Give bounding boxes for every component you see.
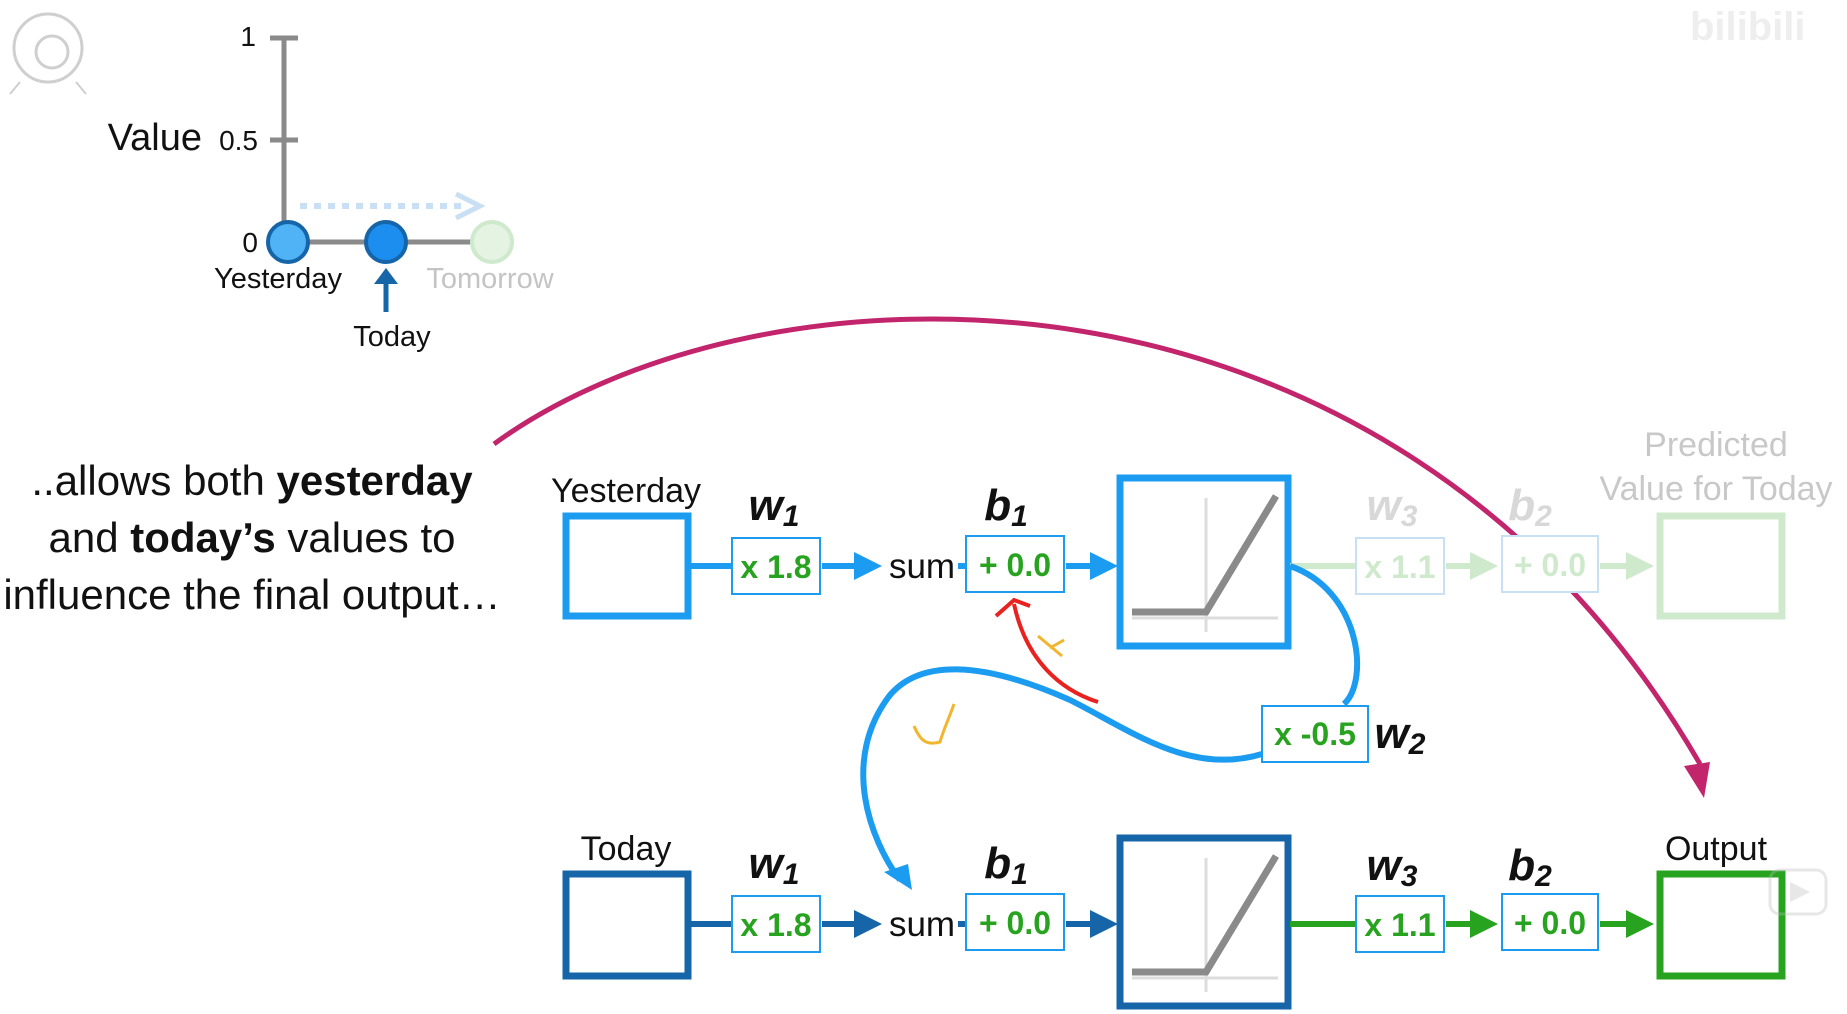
bottom-input-node [562, 870, 692, 980]
top-output-label-line1: Predicted [1644, 426, 1788, 464]
top-b1-name: b1 [984, 481, 1028, 533]
w2-box [1261, 705, 1369, 763]
top-output-label-line2: Value for Today [1599, 470, 1832, 508]
top-b2-arrowhead [1626, 552, 1654, 580]
w2-name: w2 [1375, 709, 1426, 761]
bottom-b2-value: + 0.0 [1514, 905, 1586, 941]
bottom-input-label: Today [581, 830, 672, 868]
top-b2-box [1501, 535, 1599, 593]
top-w3-box [1355, 537, 1445, 595]
bottom-b1-value: + 0.0 [979, 905, 1051, 941]
feedback-loop: x -0.5 w2 [860, 563, 1426, 890]
top-b1-arrowhead [1090, 552, 1118, 580]
bottom-relu-node [1116, 834, 1292, 1010]
point-label-yesterday: Yesterday [214, 263, 342, 295]
bottom-w3-arrowhead [1470, 910, 1498, 938]
bottom-row: Today x 1.8 w1 sum + 0.0 b1 x 1.1 w3 + 0… [562, 830, 1786, 1010]
caption-block: ..allows both yesterday and today’s valu… [3, 457, 501, 618]
w2-value: x -0.5 [1274, 716, 1356, 752]
yellow-check-mark [912, 703, 956, 745]
magenta-arrowhead [1684, 762, 1710, 798]
today-pointer-head [374, 268, 398, 284]
feedback-edge-curve [860, 666, 1263, 882]
top-w3-name: w3 [1367, 481, 1418, 533]
red-annotation-arrowhead [994, 597, 1031, 618]
red-annotation-arrow [1012, 603, 1099, 704]
bottom-b2-box [1501, 893, 1599, 951]
bottom-output-label: Output [1665, 830, 1768, 868]
caption-part-3: values to influence the final output… [3, 514, 501, 618]
bottom-w1-arrowhead [854, 910, 882, 938]
top-w1-value: x 1.8 [740, 549, 811, 585]
point-tomorrow [470, 220, 514, 264]
top-relu-node [1116, 474, 1292, 650]
bottom-b2-name: b2 [1508, 841, 1552, 893]
point-yesterday [266, 220, 310, 264]
top-b1-value: + 0.0 [979, 547, 1051, 583]
top-b2-name: b2 [1508, 481, 1552, 533]
feedback-arrowhead [884, 864, 912, 890]
top-output-node [1656, 512, 1786, 620]
bottom-sum-label: sum [889, 905, 955, 944]
top-row: Yesterday x 1.8 w1 sum + 0.0 b1 x 1.1 w3… [551, 426, 1833, 650]
point-label-tomorrow: Tomorrow [426, 263, 554, 295]
top-w1-name: w1 [749, 481, 800, 533]
tick-label-0: 0 [242, 227, 258, 258]
top-w3-value: x 1.1 [1364, 549, 1435, 585]
bottom-b1-arrowhead [1090, 910, 1118, 938]
value-chart: 1 0.5 0 Value Yesterday Tomorrow Today [108, 21, 555, 353]
top-w1-box [731, 537, 821, 595]
caption-part-2: and [48, 514, 131, 561]
tick-label-05: 0.5 [219, 125, 258, 156]
value-axis-label: Value [108, 117, 202, 159]
bottom-w3-name: w3 [1367, 841, 1418, 893]
bottom-w1-value: x 1.8 [740, 907, 811, 943]
top-b2-value: + 0.0 [1514, 547, 1586, 583]
caption-part-1: ..allows both [31, 457, 277, 504]
bottom-w1-name: w1 [749, 839, 800, 891]
top-input-node [562, 512, 692, 620]
caption-bold-today: today’s [130, 514, 276, 561]
bottom-w3-box [1355, 895, 1445, 953]
bottom-b2-arrowhead [1626, 910, 1654, 938]
point-today [364, 220, 408, 264]
top-relu-curve [1132, 494, 1279, 616]
bottom-b1-box [965, 893, 1065, 951]
top-sum-label: sum [889, 547, 955, 586]
play-badge-icon[interactable] [1768, 868, 1828, 916]
today-pointer-label: Today [353, 321, 431, 353]
bottom-w1-box [731, 895, 821, 953]
top-b1-box [965, 535, 1065, 593]
caption-bold-yesterday: yesterday [276, 457, 473, 504]
future-arrowhead [454, 191, 486, 221]
bottom-output-node [1656, 870, 1786, 980]
top-w1-arrowhead [854, 552, 882, 580]
bottom-b1-name: b1 [984, 839, 1028, 891]
watermark-text: bilibili [1690, 5, 1806, 49]
bottom-relu-curve [1132, 854, 1279, 976]
bottom-w3-value: x 1.1 [1364, 907, 1435, 943]
logo-icon [9, 12, 87, 95]
top-input-label: Yesterday [551, 472, 701, 510]
tick-label-1: 1 [240, 21, 256, 52]
yellow-cross-mark [1037, 634, 1065, 658]
feedback-edge-down [1289, 563, 1361, 707]
top-w3-arrowhead [1470, 552, 1498, 580]
